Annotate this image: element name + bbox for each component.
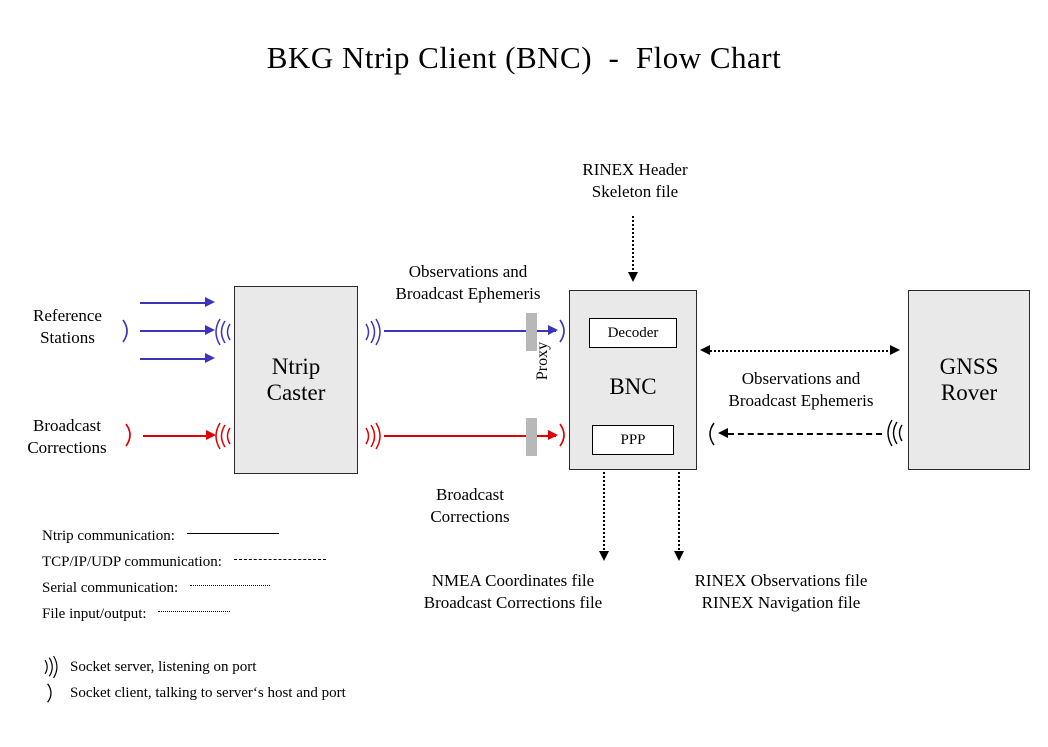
legend-row-ntrip: Ntrip communication: xyxy=(42,523,326,549)
serial-line-bnc-rover xyxy=(710,350,892,352)
legend-socket-types: Socket server, listening on port Socket … xyxy=(40,654,346,706)
legend-row-file-io: File input/output: xyxy=(42,601,326,627)
proxy-label: Proxy xyxy=(534,341,551,381)
ntrip-arrowhead-ref-1 xyxy=(205,297,215,307)
node-ntrip-caster-label: Ntrip Caster xyxy=(266,353,326,405)
file-io-line-nmea-output xyxy=(603,472,605,554)
ntrip-line-ref-2 xyxy=(140,330,208,332)
flow-label-rinex-header-skeleton: RINEX Header Skeleton file xyxy=(582,160,688,202)
node-gnss-rover-label: GNSS Rover xyxy=(939,353,999,405)
legend-label-tcpip: TCP/IP/UDP communication: xyxy=(42,554,222,570)
flow-label-observations-ephemeris-right: Observations and Broadcast Ephemeris xyxy=(728,369,874,411)
file-io-line-rinex-header xyxy=(632,216,634,274)
file-io-arrowhead-rinex-output xyxy=(674,551,684,561)
file-io-line-rinex-output xyxy=(678,472,680,554)
ntrip-line-ref-3 xyxy=(140,358,208,360)
socket-server-icon-caster-out-blue xyxy=(362,318,384,346)
page-title: BKG Ntrip Client (BNC) - Flow Chart xyxy=(266,40,782,75)
socket-client-icon-reference-stations xyxy=(120,318,134,344)
node-decoder-label: Decoder xyxy=(607,324,659,341)
ntrip-line-caster-to-bnc xyxy=(384,330,556,332)
legend-swatch-dashed xyxy=(233,559,326,561)
legend-row-socket-server: Socket server, listening on port xyxy=(40,654,346,680)
socket-server-icon-rover xyxy=(884,419,906,447)
legend-label-socket-server: Socket server, listening on port xyxy=(70,658,257,675)
file-io-arrowhead-nmea-output xyxy=(599,551,609,561)
proxy-bar-upper xyxy=(526,313,537,351)
legend-label-serial: Serial communication: xyxy=(42,580,179,596)
flow-label-observations-ephemeris-left: Observations and Broadcast Ephemeris xyxy=(395,262,541,304)
ntrip-arrowhead-ref-2 xyxy=(205,325,215,335)
file-io-arrowhead-rinex-header xyxy=(628,272,638,282)
socket-client-icon-broadcast-corrections xyxy=(123,422,137,448)
serial-arrowhead-left xyxy=(700,345,710,355)
socket-client-icon-bnc-in-red xyxy=(557,422,571,448)
source-label-reference-stations: Reference Stations xyxy=(33,306,102,348)
ntrip-line-ref-1 xyxy=(140,302,208,304)
corrections-arrowhead-in xyxy=(206,430,216,440)
socket-server-icon-caster-in-blue xyxy=(212,318,234,346)
socket-server-icon xyxy=(40,655,68,679)
serial-arrowhead-right xyxy=(890,345,900,355)
node-gnss-rover[interactable]: GNSS Rover xyxy=(908,290,1030,470)
legend-row-socket-client: Socket client, talking to server‘s host … xyxy=(40,680,346,706)
corrections-line-in xyxy=(143,435,209,437)
legend-swatch-dotted xyxy=(189,585,270,587)
legend-label-socket-client: Socket client, talking to server‘s host … xyxy=(70,684,346,701)
node-ppp-label: PPP xyxy=(620,431,646,448)
proxy-bar-lower xyxy=(526,418,537,456)
ntrip-arrowhead-ref-3 xyxy=(205,353,215,363)
tcpip-arrowhead-rover-to-bnc xyxy=(718,428,728,438)
output-label-rinex-files: RINEX Observations file RINEX Navigation… xyxy=(694,571,868,613)
legend-label-file-io: File input/output: xyxy=(42,606,147,622)
socket-client-icon xyxy=(40,682,68,704)
socket-client-icon-bnc-in-blue xyxy=(557,318,571,344)
legend-label-ntrip: Ntrip communication: xyxy=(42,528,175,544)
legend-swatch-solid xyxy=(186,533,279,535)
socket-server-icon-caster-out-red xyxy=(362,422,384,450)
legend-row-tcpip: TCP/IP/UDP communication: xyxy=(42,549,326,575)
corrections-line-caster-to-bnc xyxy=(384,435,556,437)
ntrip-arrowhead-caster-to-bnc xyxy=(548,325,558,335)
socket-client-icon-bnc-rover xyxy=(703,421,717,447)
source-label-broadcast-corrections: Broadcast Corrections xyxy=(27,416,107,458)
node-ntrip-caster[interactable]: Ntrip Caster xyxy=(234,286,358,474)
node-ppp[interactable]: PPP xyxy=(592,425,674,455)
legend-line-styles: Ntrip communication: TCP/IP/UDP communic… xyxy=(42,523,326,627)
node-decoder[interactable]: Decoder xyxy=(589,318,677,348)
flow-label-broadcast-corrections-left: Broadcast Corrections xyxy=(430,485,510,527)
corrections-arrowhead-caster-to-bnc xyxy=(548,430,558,440)
output-label-nmea-files: NMEA Coordinates file Broadcast Correcti… xyxy=(423,571,603,613)
legend-swatch-fine-dotted xyxy=(158,611,231,613)
legend-row-serial: Serial communication: xyxy=(42,575,326,601)
socket-server-icon-caster-in-red xyxy=(212,422,234,450)
tcpip-line-rover-to-bnc xyxy=(728,433,882,435)
node-bnc-label: BNC xyxy=(609,374,657,399)
